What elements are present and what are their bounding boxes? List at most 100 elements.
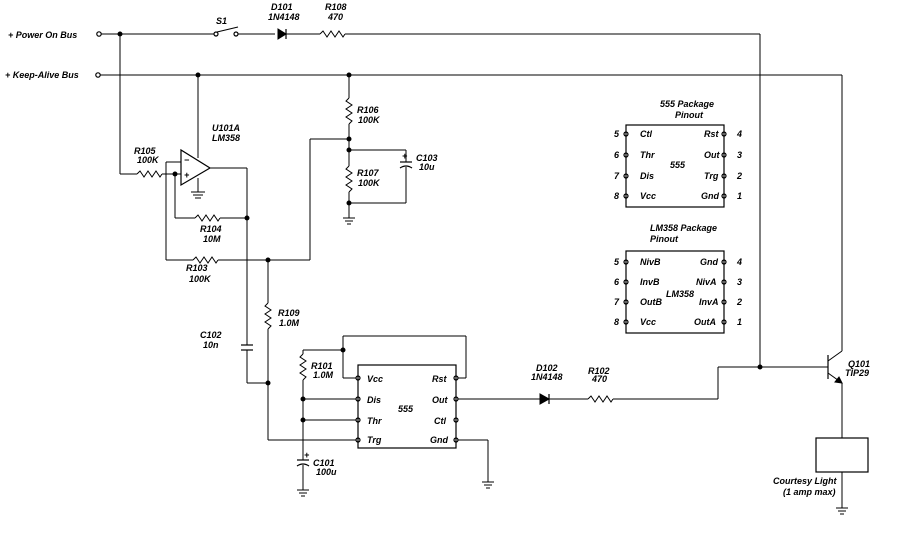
diode-d102: D102 1N4148 <box>531 363 588 405</box>
keep-alive-bus: + Keep-Alive Bus <box>5 70 842 80</box>
c101-ref: C101 <box>313 458 335 468</box>
timer-name: 555 <box>398 404 414 414</box>
opamp-plus: + <box>184 170 190 180</box>
pin-num: 4 <box>736 257 742 267</box>
pin-num: 6 <box>614 277 620 287</box>
r104-value: 10M <box>203 234 221 244</box>
pin-num: 3 <box>737 150 742 160</box>
pinout-lm358: LM358 Package Pinout LM358 5 NivB 6 InvB… <box>614 223 742 334</box>
switch-s1: S1 <box>213 16 275 37</box>
opamp-u101a: U101A LM358 − + <box>180 75 250 345</box>
pin-num: 7 <box>614 171 620 181</box>
pin-num: 8 <box>614 191 619 201</box>
c103-value: 10u <box>419 162 435 172</box>
c102-value: 10n <box>203 340 219 350</box>
pin-num: 3 <box>737 277 742 287</box>
r109-value: 1.0M <box>279 318 300 328</box>
timer-555: 555 Vcc Dis Thr Trg Rst Out Ctl Gnd <box>268 335 540 489</box>
r108-value: 470 <box>327 12 343 22</box>
d102-value: 1N4148 <box>531 372 563 382</box>
r102-ref: R102 <box>588 366 610 376</box>
pin-name: Rst <box>704 129 720 139</box>
pin-num: 7 <box>614 297 620 307</box>
pin-name: InvA <box>699 297 719 307</box>
capacitor-c101: C101 100u + <box>296 450 337 497</box>
pin-name: Ctl <box>640 129 652 139</box>
pin-name: Gnd <box>700 257 718 267</box>
keep-alive-bus-label: + Keep-Alive Bus <box>5 70 79 80</box>
opamp-minus: − <box>184 155 190 165</box>
pin-name: Out <box>704 150 720 160</box>
load-label: Courtesy Light <box>773 476 838 486</box>
pin-num: 4 <box>736 129 742 139</box>
pin-num: 8 <box>614 317 619 327</box>
resistor-r101: R101 1.0M <box>299 347 356 460</box>
pinout-555-title: 555 Package <box>660 99 714 109</box>
svg-text:+: + <box>304 450 310 460</box>
timer-pin-thr: Thr <box>367 416 382 426</box>
pin-num: 1 <box>737 317 742 327</box>
resistor-r106: R106 100K <box>345 75 381 166</box>
timer-pin-trg: Trg <box>367 435 382 445</box>
svg-text:+: + <box>402 151 408 161</box>
pin-num: 5 <box>614 257 620 267</box>
r104-ref: R104 <box>200 224 222 234</box>
pin-num: 6 <box>614 150 620 160</box>
r101-ref: R101 <box>311 361 333 371</box>
r101-value: 1.0M <box>313 370 334 380</box>
pin-name: Gnd <box>701 191 719 201</box>
pin-num: 2 <box>736 297 742 307</box>
pin-name: Thr <box>640 150 655 160</box>
power-on-bus: + Power On Bus <box>8 30 214 40</box>
transistor-q101: Q101 TIP29 <box>827 75 870 438</box>
q101-ref: Q101 <box>848 359 870 369</box>
pinout-555: 555 Package Pinout 555 5 Ctl 6 Thr 7 Dis… <box>614 99 742 208</box>
timer-pin-ctl: Ctl <box>434 416 446 426</box>
u101-value: LM358 <box>212 133 240 143</box>
resistor-r102: R102 470 <box>587 364 828 403</box>
r109-ref: R109 <box>278 308 300 318</box>
d102-ref: D102 <box>536 363 558 373</box>
load-sublabel: (1 amp max) <box>783 487 836 497</box>
capacitor-c103: C103 10u + <box>349 149 438 204</box>
c101-value: 100u <box>316 467 337 477</box>
pinout-lm358-title: LM358 Package <box>650 223 717 233</box>
c102-ref: C102 <box>200 330 222 340</box>
s1-ref: S1 <box>216 16 227 26</box>
pin-name: Vcc <box>640 317 656 327</box>
resistor-r108: R108 470 <box>319 2 761 367</box>
timer-pin-vcc: Vcc <box>367 374 383 384</box>
r106-ref: R106 <box>357 105 380 115</box>
timer-pin-out: Out <box>432 395 448 405</box>
pin-name: OutA <box>694 317 716 327</box>
courtesy-light: Courtesy Light (1 amp max) <box>773 437 869 515</box>
keep-alive-terminal <box>95 72 101 78</box>
c103-ref: C103 <box>416 153 438 163</box>
pinout-555-name: 555 <box>670 160 686 170</box>
resistor-r109: R109 1.0M <box>264 260 300 440</box>
r105-value: 100K <box>137 155 160 165</box>
power-on-terminal <box>96 31 102 37</box>
pin-num: 2 <box>736 171 742 181</box>
pinout-lm358-name: LM358 <box>666 289 694 299</box>
u101-ref: U101A <box>212 123 240 133</box>
resistor-r107: R107 100K <box>343 165 381 225</box>
resistor-r103: R103 100K <box>165 138 349 284</box>
r108-ref: R108 <box>325 2 347 12</box>
r107-value: 100K <box>358 178 381 188</box>
r107-ref: R107 <box>357 168 380 178</box>
resistor-r104: R104 10M <box>174 174 247 244</box>
pin-num: 1 <box>737 191 742 201</box>
r103-ref: R103 <box>186 263 208 273</box>
pin-name: OutB <box>640 297 662 307</box>
power-on-bus-label: + Power On Bus <box>8 30 77 40</box>
timer-pin-dis: Dis <box>367 395 381 405</box>
pin-name: NivB <box>640 257 661 267</box>
r103-value: 100K <box>189 274 212 284</box>
pin-name: Dis <box>640 171 654 181</box>
capacitor-c102: C102 10n <box>200 330 268 384</box>
pin-name: Vcc <box>640 191 656 201</box>
d101-ref: D101 <box>271 2 293 12</box>
pinout-lm358-subtitle: Pinout <box>650 234 679 244</box>
